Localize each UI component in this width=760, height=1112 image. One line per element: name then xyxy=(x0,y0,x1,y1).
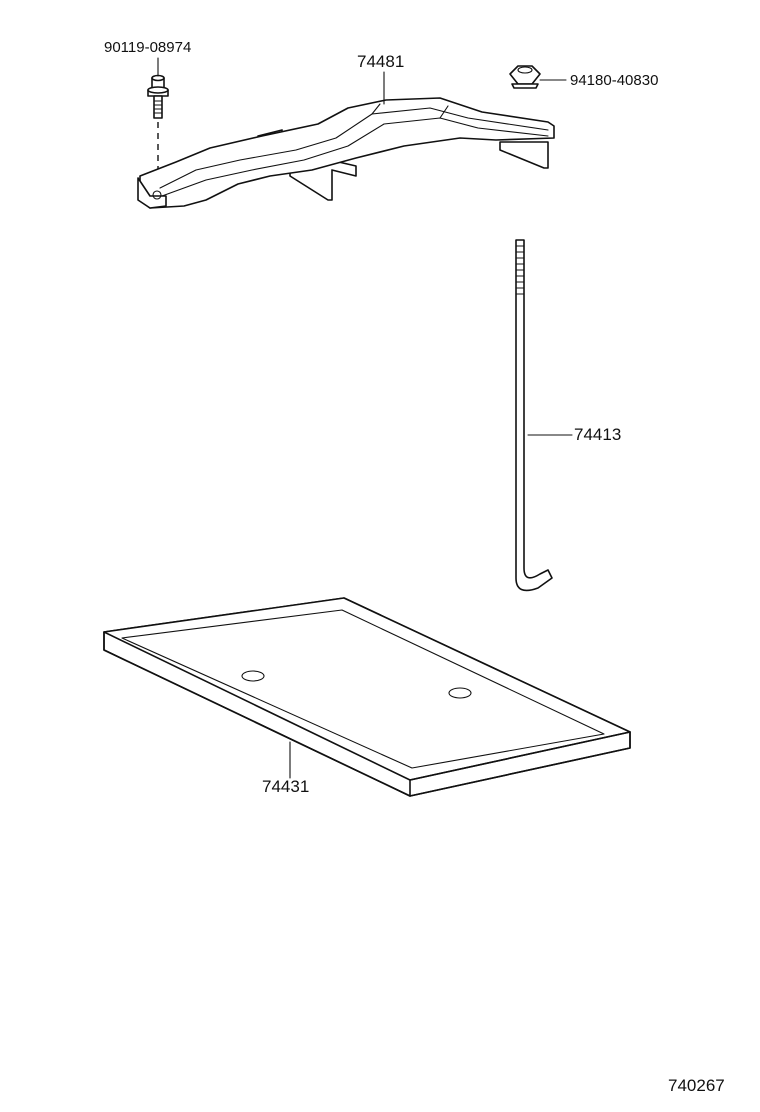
clamp-drawing xyxy=(137,97,555,209)
leader-lines xyxy=(157,57,573,779)
part-label-tray: 74431 xyxy=(262,777,310,796)
bolt-drawing xyxy=(147,74,169,184)
rod-drawing xyxy=(515,239,553,592)
tray-drawing xyxy=(103,597,631,797)
part-label-bolt: 90119-08974 xyxy=(104,39,192,56)
part-label-nut: 94180-40830 xyxy=(570,72,659,89)
part-label-clamp: 74481 xyxy=(357,52,405,71)
diagram-code: 740267 xyxy=(668,1076,725,1095)
part-label-rod: 74413 xyxy=(574,426,622,444)
nut-drawing xyxy=(509,65,541,89)
